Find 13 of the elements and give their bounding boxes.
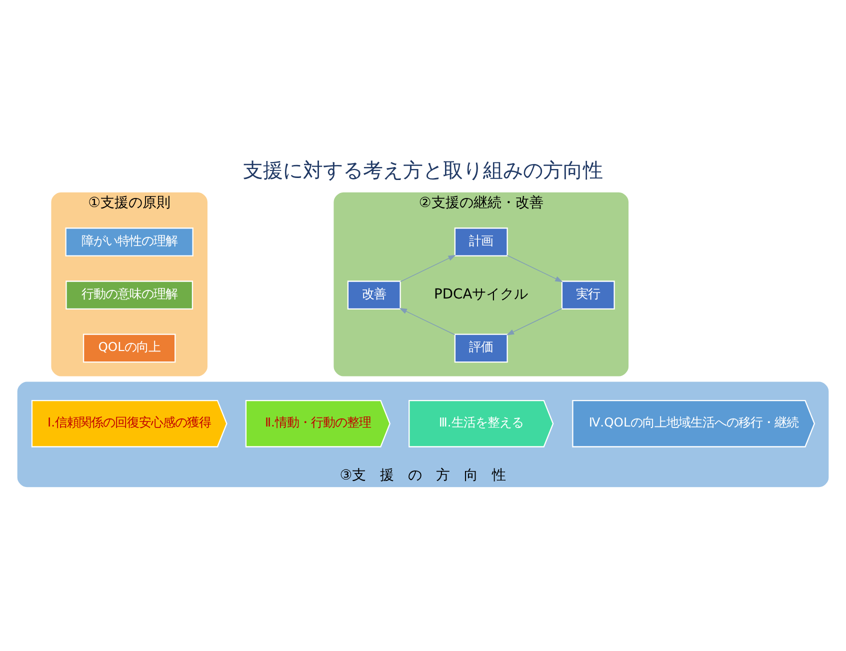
label: PDCAサイクル [434, 286, 528, 302]
arrow [399, 308, 456, 336]
node-box: 評価 [454, 334, 508, 363]
node-box: 実行 [561, 280, 615, 310]
node-box: 行動の意味の理解 [66, 280, 194, 310]
diagram-title: 支援に対する考え方と取り組みの方向性 [243, 158, 603, 182]
node-box: 障がい特性の理解 [65, 228, 194, 256]
arrow [400, 254, 456, 282]
node-box: QOLの向上 [82, 334, 176, 363]
arrow [506, 308, 562, 336]
arrow [506, 254, 563, 282]
node-box: 改善 [347, 280, 401, 310]
node-box: 計画 [454, 228, 508, 256]
